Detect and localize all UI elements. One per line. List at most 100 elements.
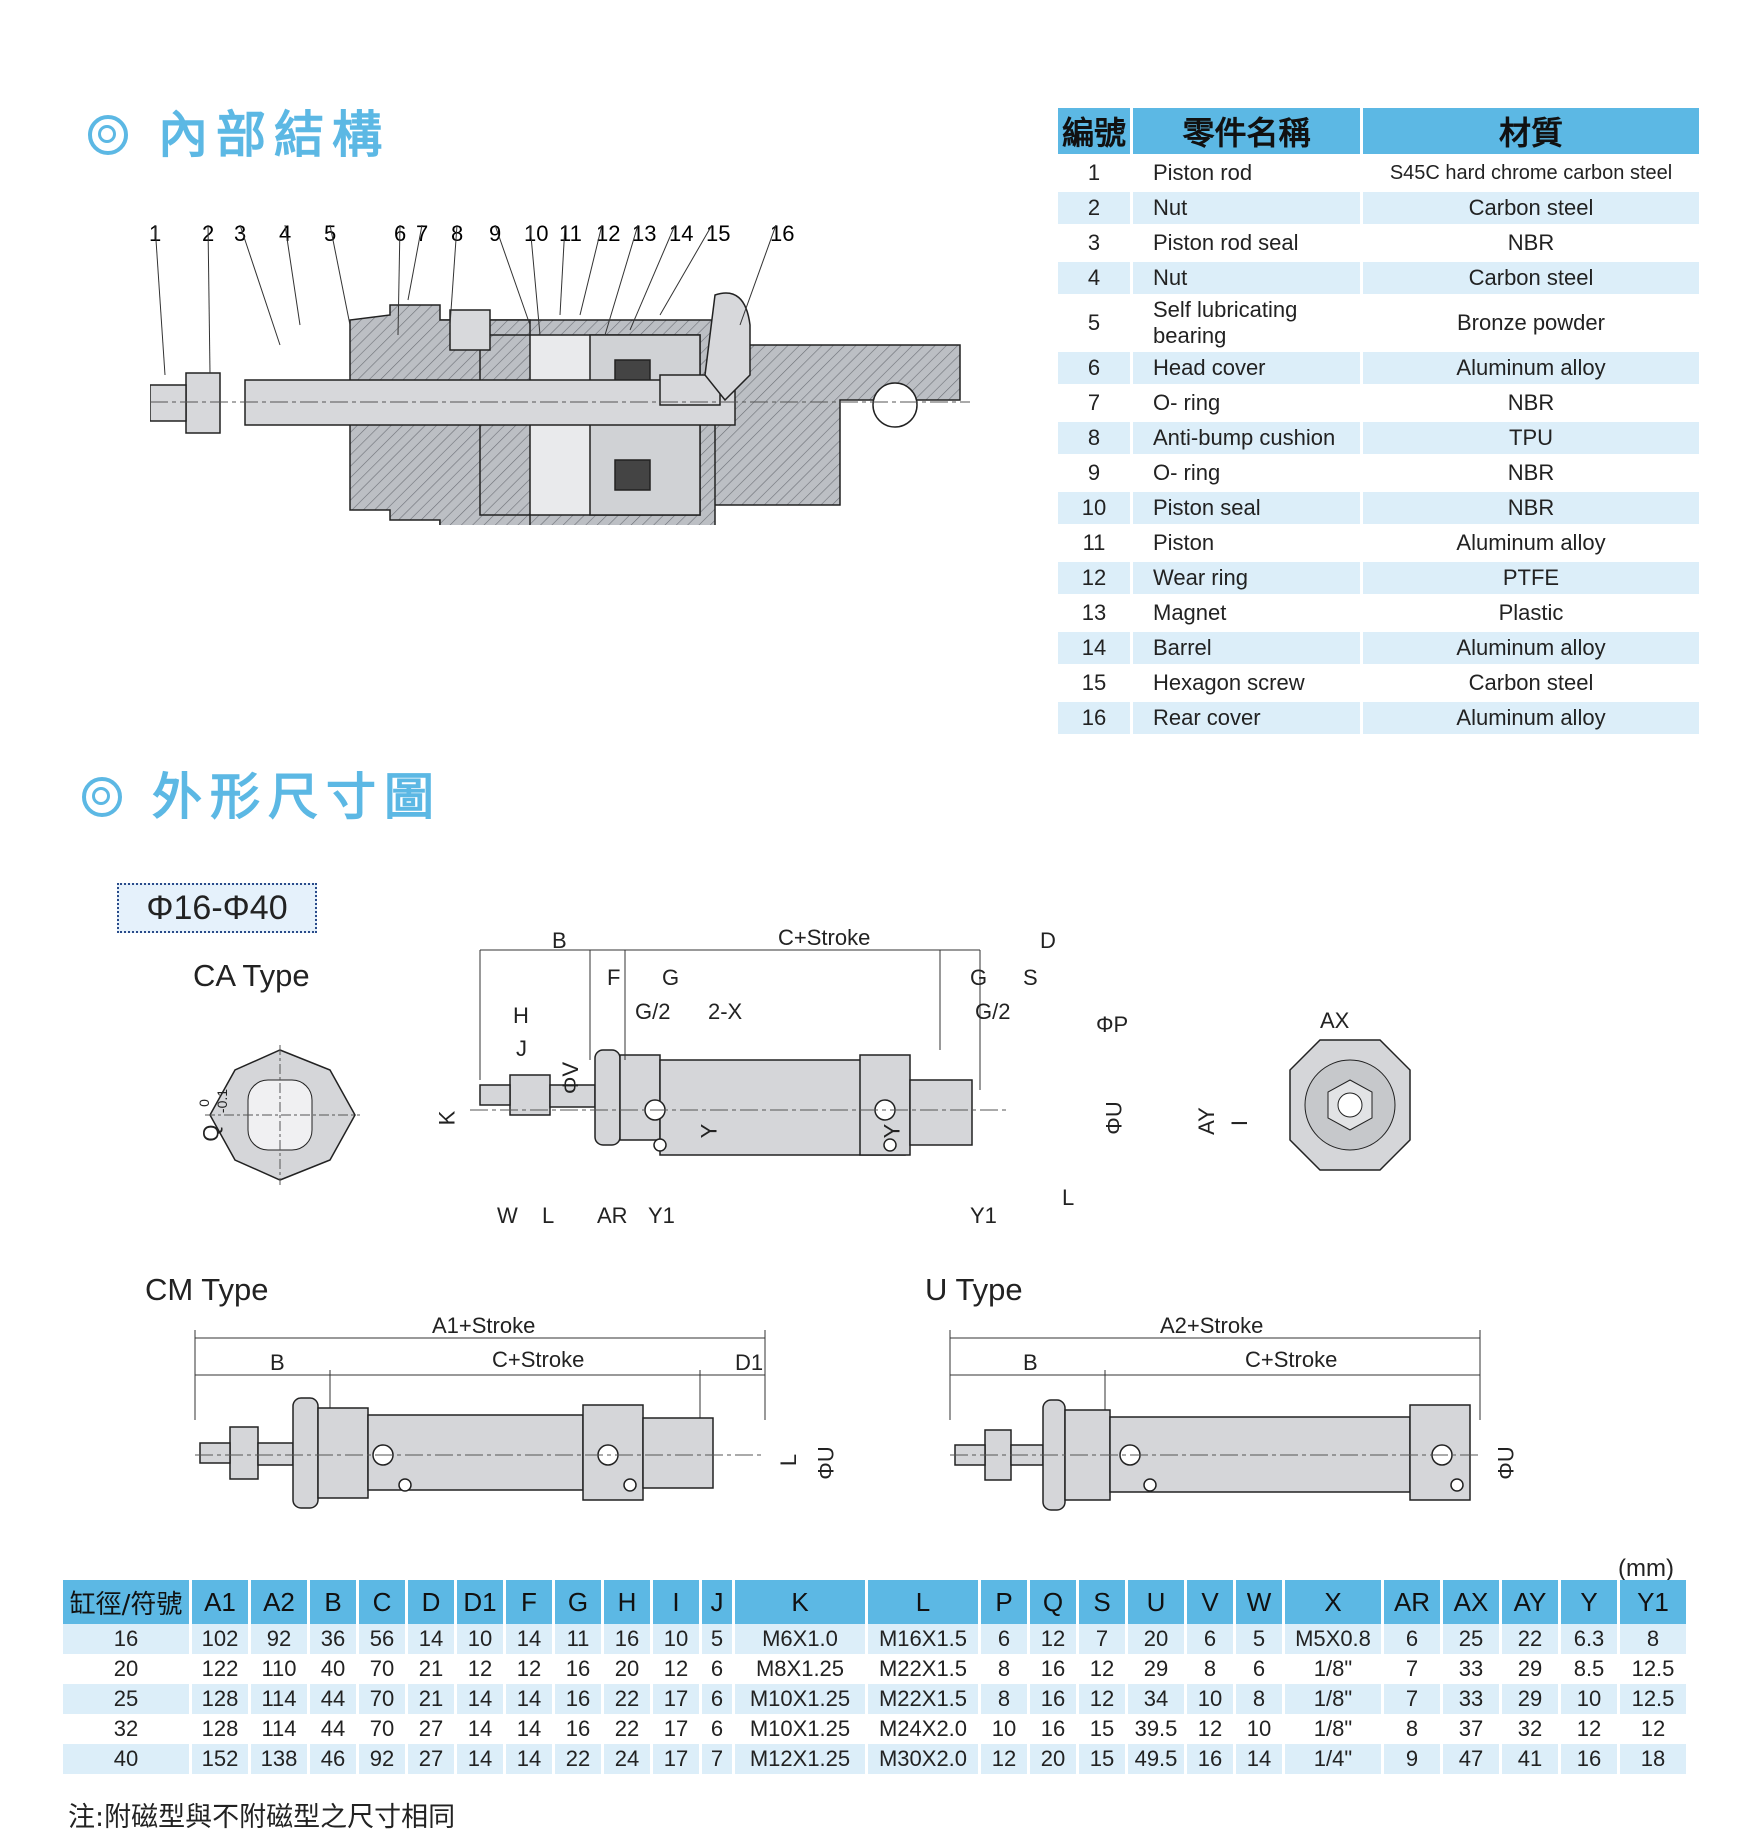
parts-cell-material: Carbon steel — [1363, 667, 1702, 699]
section-title-text: 內部結構 — [158, 106, 390, 164]
parts-cell-no: 8 — [1058, 422, 1133, 454]
parts-cell-no: 10 — [1058, 492, 1133, 524]
dim-cell: 22 — [1502, 1624, 1558, 1654]
dim-cell: 25 — [1443, 1624, 1499, 1654]
dim-cell: 44 — [320, 1716, 346, 1741]
dim-h: H — [513, 1003, 529, 1028]
dim-cell: 70 — [369, 1656, 395, 1681]
cm-dim-a1-stroke: A1+Stroke — [432, 1313, 536, 1338]
dim-header-k: K — [735, 1580, 865, 1624]
dim-cell: 6 — [710, 1656, 724, 1681]
dim-header-a1: A1 — [192, 1580, 248, 1624]
dim-header-ar: AR — [1384, 1580, 1440, 1624]
parts-cell-material: PTFE — [1363, 562, 1702, 594]
header-material: 材質 — [1363, 108, 1702, 154]
parts-cell-name: Anti-bump cushion — [1133, 422, 1363, 454]
dim-cell: 16 — [63, 1624, 189, 1654]
dim-cell: 14 — [408, 1624, 454, 1654]
dim-cell: 16 — [565, 1716, 591, 1741]
dim-d: D — [1040, 928, 1056, 953]
dim-cell: 1/4" — [1285, 1744, 1381, 1774]
u-type-label: U Type — [925, 1272, 1023, 1307]
callout-8: 8 — [451, 225, 463, 246]
dim-cell: 20 — [614, 1656, 640, 1681]
dim-cell: 16 — [604, 1624, 650, 1654]
dim-cell: 12 — [1030, 1624, 1076, 1654]
dim-cell: 24 — [604, 1744, 650, 1774]
dim-g-front: G — [662, 965, 680, 990]
dim-cell: 114 — [251, 1684, 307, 1714]
header-no: 編號 — [1058, 108, 1133, 154]
outline-dimensions-title: 外形尺寸圖 — [82, 757, 442, 829]
dim-cell: 12 — [1576, 1716, 1602, 1741]
bore-range-badge: Φ16-Φ40 — [117, 883, 317, 933]
dim-header-i: I — [653, 1580, 699, 1624]
dim-cell: M22X1.5 — [868, 1684, 978, 1714]
u-dim-phi-u: ΦU — [1493, 1446, 1519, 1480]
ca-type-label: CA Type — [193, 958, 310, 993]
dim-cell: 17 — [653, 1684, 699, 1714]
dim-2x: 2-X — [708, 999, 743, 1024]
dim-phi-u: ΦU — [1101, 1101, 1127, 1135]
dim-ax: AX — [1320, 1008, 1350, 1033]
dim-cell: 8 — [1620, 1624, 1686, 1654]
dim-l-rear: L — [1062, 1185, 1075, 1210]
callout-9: 9 — [489, 225, 501, 246]
callout-3: 3 — [234, 225, 246, 246]
dim-cell: 32 — [113, 1716, 139, 1741]
callout-11: 11 — [559, 225, 582, 246]
dim-cell: 14 — [506, 1744, 552, 1774]
parts-cell-no: 1 — [1058, 157, 1133, 189]
parts-cell-no: 11 — [1058, 527, 1133, 559]
dim-cell: 27 — [418, 1716, 444, 1741]
dim-cell: M8X1.25 — [755, 1656, 845, 1681]
dim-cell: 14 — [457, 1744, 503, 1774]
dim-cell: 102 — [192, 1624, 248, 1654]
dim-header-ay: AY — [1502, 1580, 1558, 1624]
dim-cell: 8 — [1236, 1684, 1282, 1714]
dim-cell: M30X2.0 — [868, 1744, 978, 1774]
parts-cell-no: 12 — [1058, 562, 1133, 594]
header-part-name: 零件名稱 — [1133, 108, 1363, 154]
dim-phi-p: ΦP — [1096, 1012, 1129, 1037]
dim-f: F — [607, 965, 621, 990]
dim-header-bore: 缸徑/符號 — [63, 1580, 189, 1624]
parts-cell-material: Aluminum alloy — [1363, 352, 1702, 384]
parts-cell-name: Nut — [1133, 262, 1363, 294]
dim-cell: 16 — [1030, 1684, 1076, 1714]
dim-cell: 39.5 — [1134, 1716, 1178, 1741]
dim-cell: 138 — [251, 1744, 307, 1774]
dim-l-front: L — [542, 1203, 555, 1228]
dim-cell: 8 — [997, 1656, 1011, 1681]
dim-cell: 12 — [1079, 1684, 1125, 1714]
dim-cell: 10 — [653, 1624, 699, 1654]
parts-cell-material: Bronze powder — [1363, 297, 1702, 349]
dim-ar: AR — [597, 1203, 628, 1228]
parts-cell-no: 5 — [1058, 297, 1133, 349]
dim-header-q: Q — [1030, 1580, 1076, 1624]
dim-header-a2: A2 — [251, 1580, 307, 1624]
cm-dim-phi-u: ΦU — [813, 1446, 839, 1480]
ca-rear-view — [1289, 1039, 1411, 1171]
dim-cell: 15 — [1089, 1716, 1115, 1741]
dim-cell: 12.5 — [1631, 1656, 1675, 1681]
dim-cell: 128 — [192, 1684, 248, 1714]
u-dim-c-stroke: C+Stroke — [1245, 1347, 1338, 1372]
section-title-text: 外形尺寸圖 — [152, 768, 442, 826]
cm-type-label: CM Type — [145, 1272, 269, 1307]
dim-cell: 12 — [516, 1656, 542, 1681]
dim-cell: 110 — [261, 1656, 297, 1681]
dim-cell: 25 — [63, 1684, 189, 1714]
dim-header-j: J — [702, 1580, 732, 1624]
dim-cell: 12 — [1089, 1656, 1115, 1681]
dim-cell: M12X1.25 — [735, 1744, 865, 1774]
dim-cell: 22 — [604, 1684, 650, 1714]
dim-cell: 6 — [710, 1716, 724, 1741]
dim-cell: 6 — [1187, 1624, 1233, 1654]
